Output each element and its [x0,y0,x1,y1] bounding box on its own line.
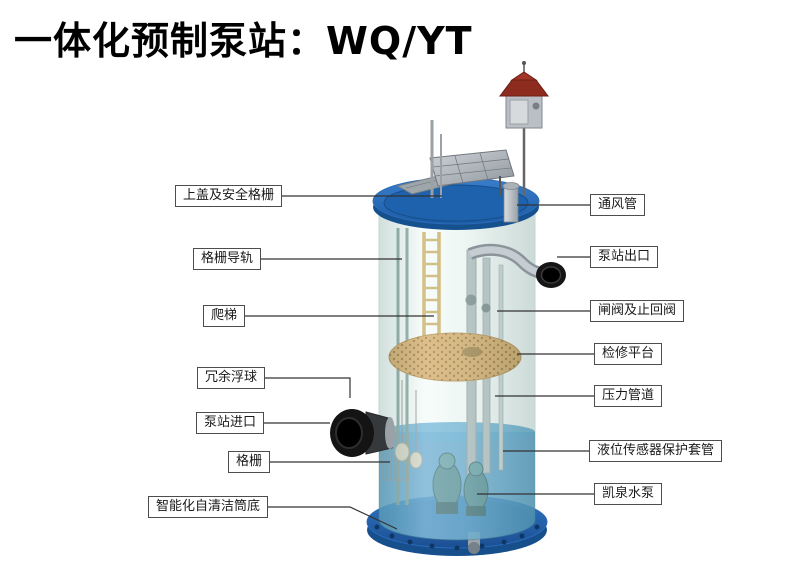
callout-vent-pipe: 通风管 [590,194,646,216]
callout-ladder: 爬梯 [203,305,246,327]
callout-kaiquan-pump: 凯泉水泵 [594,483,663,505]
solar-panel [429,149,515,196]
base-bolts [374,524,540,551]
top-cover [372,149,540,230]
station-outlet [467,243,566,288]
cabinet-roof [499,79,549,97]
page-title: 一体化预制泵站：WQ/YT [14,19,473,63]
station-inlet [330,409,395,457]
callout-level-sensor-sleeve: 液位传感器保护套管 [589,440,723,462]
callout-station-outlet: 泵站出口 [590,246,659,268]
callout-self-cleaning-bottom: 智能化自清洁筒底 [148,496,269,518]
vent-pipe [502,182,520,223]
callout-station-inlet: 泵站进口 [196,412,265,434]
callout-gate-and-check-valve: 闸阀及止回阀 [590,300,685,322]
callout-pressure-pipe: 压力管道 [594,385,663,407]
callout-redundant-float: 冗余浮球 [197,367,266,389]
callout-service-platform: 检修平台 [594,343,663,365]
lifting-rods [430,120,442,198]
control-cabinet [499,61,549,196]
callout-grille-guide-rail: 格栅导轨 [193,248,262,270]
callout-top-cover-safety-grille: 上盖及安全格栅 [175,185,283,207]
callout-grille: 格栅 [228,451,271,473]
